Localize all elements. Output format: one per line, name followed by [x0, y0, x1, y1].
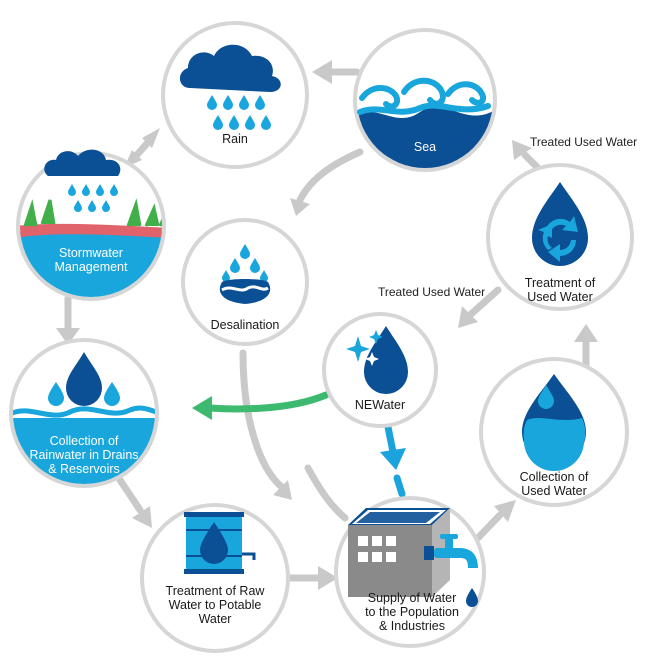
raindrops-icon [207, 95, 271, 130]
node-desalination [181, 218, 309, 346]
cloud-icon [179, 44, 281, 92]
drop-icon [466, 588, 478, 607]
node-stormwater [16, 149, 166, 301]
node-collection-used-water [479, 357, 629, 507]
flow-label-to-sea: Treated Used Water [530, 135, 638, 149]
drop-icon [364, 326, 408, 394]
node-treatment-used-water [486, 163, 634, 311]
node-newater [322, 312, 438, 428]
node-sea [353, 28, 497, 172]
label-supply: Supply of Water to the Population & Indu… [365, 591, 459, 633]
raindrops-icon [68, 184, 118, 212]
label-treatment-raw: Treatment of Raw Water to Potable Water [165, 584, 265, 626]
label-sea: Sea [413, 140, 437, 154]
desalination-drops-icon [222, 244, 268, 282]
arrow-collection-to-treatment [116, 476, 144, 514]
label-desalination: Desalination [210, 318, 280, 332]
flow-arrows [56, 60, 598, 590]
label-treatment-used: Treatment of Used Water [524, 276, 596, 304]
water-tank-icon [184, 512, 256, 574]
label-collection-used: Collection of Used Water [519, 470, 589, 498]
green-arrow-newater-to-collection [192, 391, 330, 420]
cloud-icon [44, 149, 121, 176]
node-rain [161, 21, 309, 169]
tap-icon [424, 534, 478, 568]
label-stormwater: Stormwater Management [54, 246, 128, 274]
arrow-sea-to-desalination [296, 148, 364, 204]
blue-arrow-newater-to-supply [380, 423, 406, 498]
drop-icon [66, 352, 102, 406]
waves-icon [357, 77, 491, 115]
sparkle-icon [346, 330, 383, 366]
flow-label-to-newater: Treated Used Water [378, 285, 486, 299]
arrow-treatment-to-newater [466, 286, 502, 319]
arrow-inner-to-supply [304, 464, 349, 522]
node-supply [334, 496, 486, 648]
arrow-desal-to-supply [239, 349, 287, 492]
arrow-supply-to-collection-used [472, 511, 504, 544]
label-newater: NEWater [354, 398, 406, 412]
label-rain: Rain [222, 132, 248, 146]
recycle-arrows-icon [538, 216, 578, 262]
label-collection-rainwater: Collection of Rainwater in Drains & Rese… [29, 434, 139, 476]
node-treatment-raw-water [140, 503, 290, 653]
